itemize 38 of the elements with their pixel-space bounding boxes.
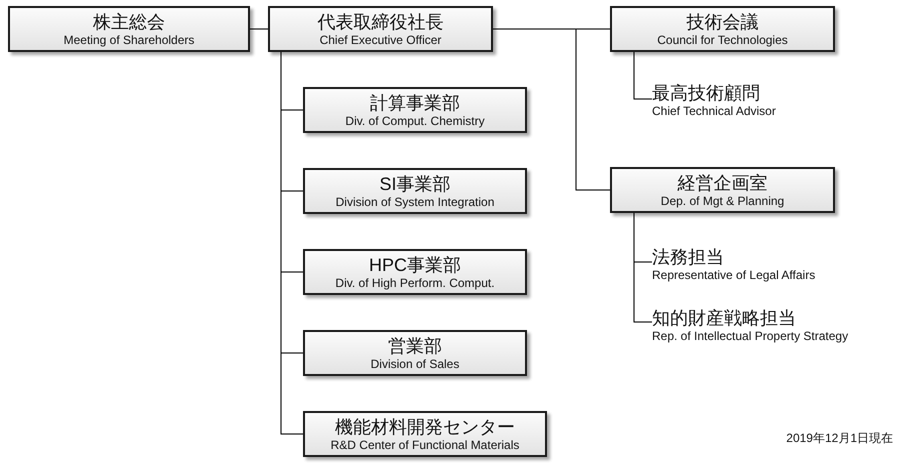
unit-name: 株主総会 (93, 10, 165, 32)
org-unit-box (303, 411, 547, 457)
unit-name-english: Representative of Legal Affairs (652, 268, 816, 283)
unit-name-english: Div. of High Perform. Comput. (335, 276, 495, 290)
unit-name: 機能材料開発センター (335, 416, 515, 438)
unit-name-english: R&D Center of Functional Materials (330, 438, 520, 452)
unit-name-english: Rep. of Intellectual Property Strategy (652, 329, 848, 344)
org-unit-box (303, 87, 527, 133)
unit-name: 最高技術顧問 (652, 82, 760, 104)
unit-name: 経営企画室 (678, 172, 768, 194)
org-unit-box (303, 249, 527, 295)
org-unit-box (303, 168, 527, 214)
unit-name: 計算事業部 (370, 92, 460, 114)
unit-name-english: Chief Technical Advisor (652, 104, 776, 119)
unit-name: 法務担当 (652, 246, 724, 268)
org-unit-box (610, 6, 835, 52)
unit-name: 技術会議 (686, 10, 758, 32)
unit-name-english: Dep. of Mgt & Planning (660, 194, 784, 208)
unit-name: 代表取締役社長 (318, 10, 444, 32)
unit-name-english: Chief Executive Officer (320, 32, 442, 48)
unit-name-english: Council for Technologies (657, 32, 788, 48)
unit-name-english: Division of System Integration (336, 194, 494, 210)
org-unit-box (268, 6, 493, 52)
unit-name-english: Div. of Comput. Chemistry (345, 114, 485, 128)
org-unit-box (610, 167, 835, 213)
unit-name: 知的財産戦略担当 (652, 307, 796, 329)
connector-line (250, 28, 268, 30)
unit-name: SI事業部 (379, 172, 450, 194)
unit-name-english: Division of Sales (370, 356, 460, 372)
org-unit-box (303, 330, 527, 376)
unit-name-english: Meeting of Shareholders (64, 32, 194, 48)
date-note: 2019年12月1日現在 (786, 431, 893, 446)
org-unit-box (8, 6, 250, 52)
unit-name: HPC事業部 (368, 254, 461, 276)
connector-line (634, 52, 652, 100)
connector-line (634, 212, 652, 322)
connector-line (492, 28, 610, 190)
unit-name: 営業部 (388, 334, 442, 356)
